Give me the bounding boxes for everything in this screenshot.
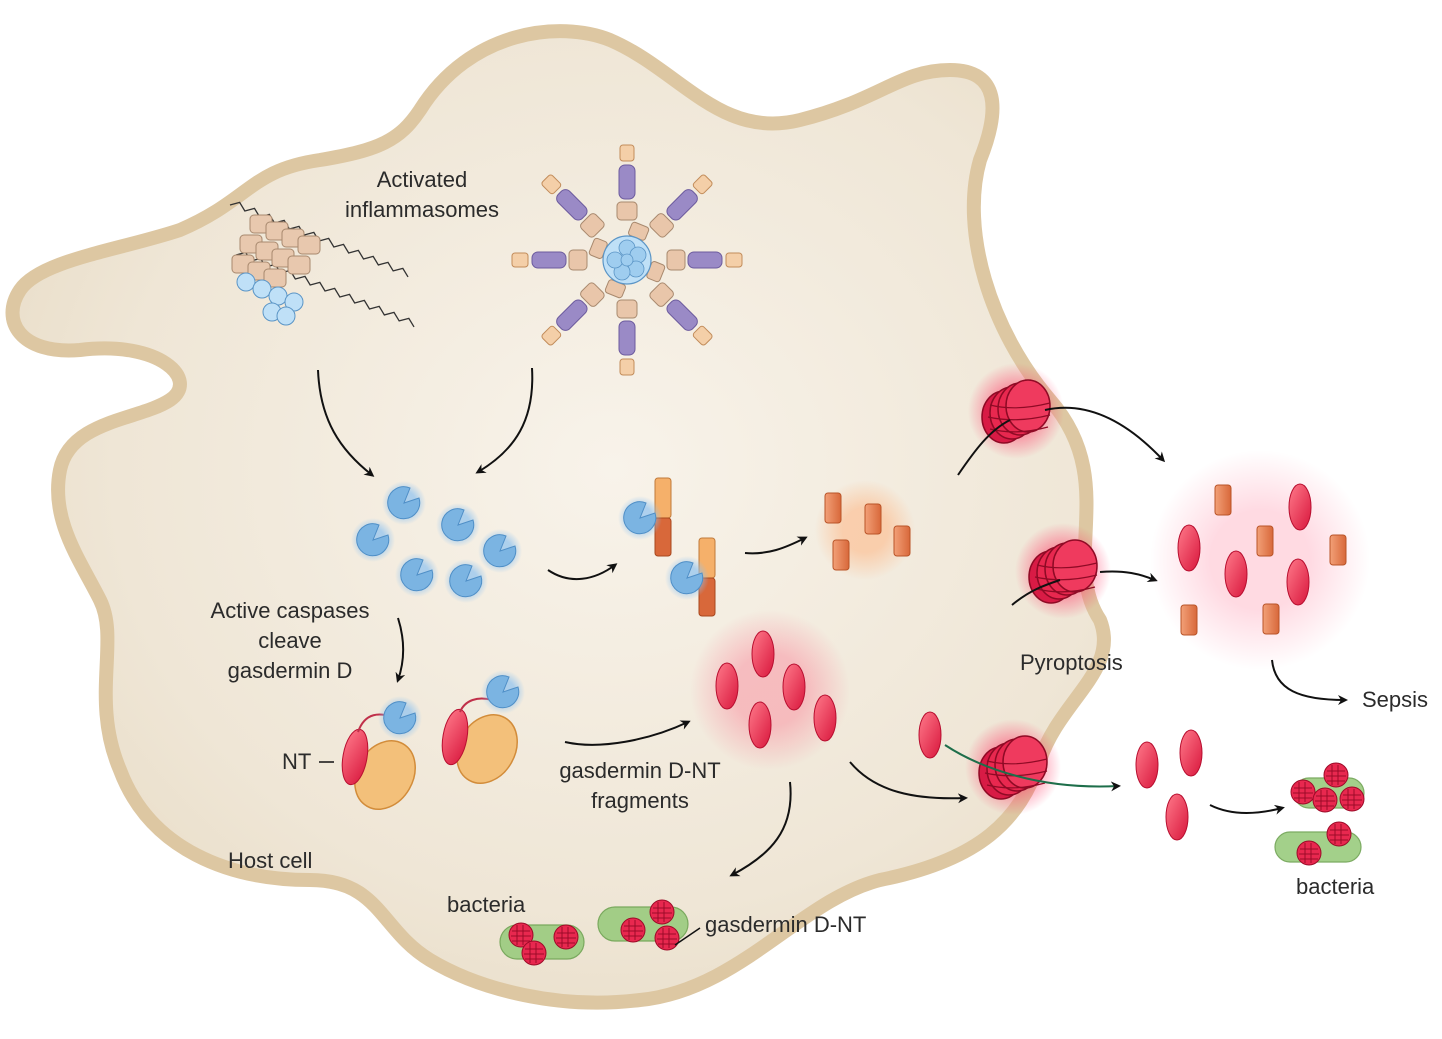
- label-activated-inflammasomes: Activated inflammasomes: [332, 165, 512, 225]
- arrow-to-nt-fragments: [564, 720, 691, 746]
- arrow-caspase-to-gasdermin: [395, 617, 406, 683]
- arrow-to-mature-cytokines: [744, 536, 808, 555]
- star-inflammasome: [511, 144, 743, 376]
- arrow-to-outer-bacteria: [1209, 804, 1285, 815]
- arrow-caspase-to-cleavage: [547, 563, 618, 581]
- gasdermin-dnt-pointer: [674, 927, 701, 946]
- arrow-filament-to-caspase: [317, 369, 375, 477]
- label-caspase-line2: cleave: [258, 628, 322, 653]
- arrow-top-pore-out: [1044, 406, 1166, 463]
- membrane-pore-middle: [1014, 522, 1112, 620]
- caspase-cleavage-complex: [617, 477, 716, 617]
- arrow-mid-pore-out: [1099, 570, 1158, 583]
- label-sepsis: Sepsis: [1362, 687, 1429, 712]
- membrane-pore-bottom: [964, 718, 1062, 816]
- label-caspase-line1: Active caspases: [210, 598, 370, 623]
- label-active-caspases: Active caspases cleave gasdermin D: [190, 596, 390, 686]
- released-content: [1150, 450, 1370, 670]
- mature-cytokines-inside: [815, 480, 915, 580]
- arrow-mid-pore-in: [1011, 579, 1061, 606]
- nt-fragment-approaching-pore: [918, 711, 942, 759]
- nt-fragment-cluster: [690, 610, 850, 770]
- released-nt-fragments: [1135, 729, 1203, 841]
- arrow-bottom-pore-through: [944, 744, 1121, 792]
- label-nt: NT: [282, 749, 312, 774]
- label-gsdmd-nt-line1: gasdermin D-NT: [559, 758, 721, 783]
- gasdermin-d-cleaved: [441, 669, 526, 784]
- host-cell-membrane: [5, 24, 1111, 1010]
- label-gsdmd-nt-line2: fragments: [591, 788, 689, 813]
- inner-bacteria-group: [499, 899, 689, 966]
- label-activated-line1: Activated: [376, 167, 468, 192]
- arrow-star-to-caspase: [475, 367, 534, 474]
- label-pyroptosis: Pyroptosis: [1020, 650, 1123, 675]
- outer-bacteria-group: [1274, 762, 1365, 866]
- arrow-top-pore-in: [957, 419, 1011, 476]
- gasdermin-d-full-length: [341, 695, 423, 810]
- membrane-pore-top: [967, 362, 1065, 460]
- arrow-to-inner-bacteria: [729, 781, 792, 877]
- label-gasdermin-nt-fragments: gasdermin D-NT fragments: [540, 756, 740, 816]
- label-bacteria-outside: bacteria: [1296, 874, 1375, 899]
- arrow-to-bottom-pore: [849, 761, 968, 804]
- label-activated-line2: inflammasomes: [344, 197, 500, 222]
- label-bacteria-inside: bacteria: [447, 892, 526, 917]
- filament-inflammasome: [229, 201, 415, 328]
- label-gasdermin-dnt: gasdermin D-NT: [705, 912, 867, 937]
- label-host-cell: Host cell: [228, 848, 313, 873]
- arrow-to-sepsis: [1271, 659, 1348, 705]
- label-caspase-line3: gasdermin D: [227, 658, 353, 683]
